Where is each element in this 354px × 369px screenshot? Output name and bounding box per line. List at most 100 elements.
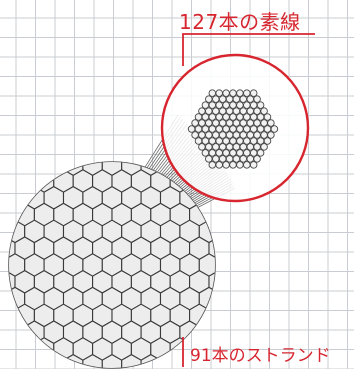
wire-dot: [239, 155, 248, 163]
wire-dot: [215, 101, 223, 109]
wire-dot: [239, 143, 248, 151]
wire-dot: [253, 143, 261, 151]
wire-dot: [208, 125, 217, 133]
wire-dot: [191, 119, 199, 127]
wire-dot: [201, 137, 210, 145]
wire-dot: [256, 113, 265, 121]
wire-dot: [249, 89, 258, 97]
wire-dot: [253, 95, 261, 103]
strand-hexagon: [33, 337, 55, 361]
wire-dot: [205, 95, 213, 103]
wire-dot: [212, 131, 220, 139]
wire-dot: [246, 107, 255, 115]
wire-dot: [232, 143, 241, 151]
wire-dot: [201, 125, 210, 133]
wire-dot: [205, 107, 213, 115]
wire-dot: [215, 113, 223, 121]
wire-dot: [246, 131, 255, 139]
wire-dot: [205, 155, 213, 163]
wire-dot: [256, 101, 265, 109]
wire-dot: [215, 137, 223, 145]
wire-dot: [236, 149, 244, 157]
wire-dot: [236, 161, 244, 169]
wire-dot: [229, 161, 237, 169]
wire-dot: [218, 131, 227, 139]
wire-dot: [225, 119, 234, 127]
strand-hexagon: [169, 337, 191, 361]
wire-dot: [222, 137, 230, 145]
wire-dot: [222, 149, 230, 157]
wire-dot: [225, 155, 234, 163]
wire-dot: [267, 119, 275, 127]
wire-dot: [229, 113, 237, 121]
wire-dot: [256, 137, 265, 145]
wire-dot: [187, 125, 196, 133]
wire-dot: [191, 131, 199, 139]
wire-dot: [225, 107, 234, 115]
wire-dot: [256, 149, 265, 157]
wire-dot: [225, 131, 234, 139]
wire-dot: [201, 113, 210, 121]
wire-dot: [212, 119, 220, 127]
wire-dot: [218, 107, 227, 115]
wire-dot: [215, 89, 223, 97]
wire-dot: [222, 89, 230, 97]
wire-dot: [229, 149, 237, 157]
wire-dot: [218, 155, 227, 163]
cable-cross-section: [8, 161, 216, 369]
wire-dot: [263, 125, 272, 133]
wire-dot: [194, 137, 203, 145]
wire-dot: [212, 107, 220, 115]
wire-dot: [246, 119, 255, 127]
wire-dot: [236, 89, 244, 97]
wire-dot: [194, 125, 203, 133]
wire-dot: [215, 149, 223, 157]
wire-dot: [249, 161, 258, 169]
wire-dot: [201, 101, 210, 109]
wire-dot: [260, 143, 268, 151]
wire-dot: [212, 155, 220, 163]
wire-dot: [232, 107, 241, 115]
wire-dot: [208, 89, 217, 97]
wire-dot: [246, 155, 255, 163]
wire-dot: [198, 119, 206, 127]
wire-dot: [212, 143, 220, 151]
wire-dot: [263, 137, 272, 145]
wire-dot: [194, 113, 203, 121]
wire-dot: [229, 137, 237, 145]
wire-dot: [239, 95, 248, 103]
wire-dot: [249, 101, 258, 109]
wire-dot: [232, 119, 241, 127]
strand-count-label: 91本のストランド: [190, 346, 331, 366]
wire-dot: [232, 95, 241, 103]
wire-dot: [246, 95, 255, 103]
wire-dot: [239, 107, 248, 115]
wire-dot: [249, 149, 258, 157]
wire-dot: [222, 101, 230, 109]
wire-dot: [236, 137, 244, 145]
wire-dot: [243, 149, 251, 157]
wire-dot: [225, 143, 234, 151]
wire-dot: [205, 119, 213, 127]
wire-dot: [215, 161, 223, 169]
wire-dot: [208, 161, 217, 169]
wire-dot: [218, 95, 227, 103]
wire-dot: [270, 125, 279, 133]
top-leader-line: [182, 33, 315, 66]
wire-dot: [198, 143, 206, 151]
wire-dot: [253, 107, 261, 115]
wire-dot: [212, 95, 220, 103]
wire-dot: [208, 149, 217, 157]
strand-cross-section: [160, 53, 310, 203]
wire-dot: [229, 89, 237, 97]
wire-dot: [243, 125, 251, 133]
wire-dot: [218, 119, 227, 127]
wire-dot: [243, 137, 251, 145]
wire-dot: [236, 125, 244, 133]
wire-dot: [222, 161, 230, 169]
wire-dot: [208, 113, 217, 121]
leader-lines: [182, 33, 315, 367]
wire-dot: [243, 113, 251, 121]
wire-dot: [253, 131, 261, 139]
